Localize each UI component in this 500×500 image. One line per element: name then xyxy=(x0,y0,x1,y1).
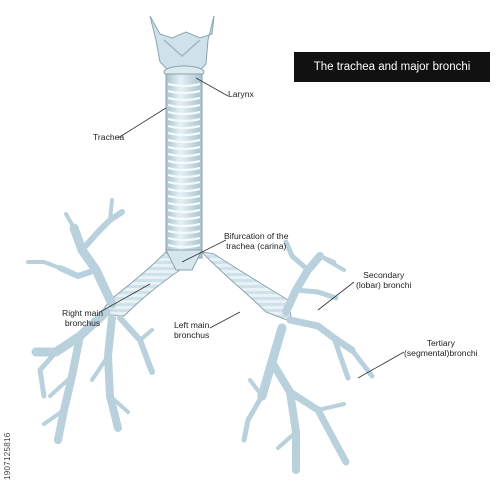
leader-left-main xyxy=(209,311,241,329)
label-secondary-line2: (lobar) bronchi xyxy=(356,280,412,290)
trachea-cartilage-ring xyxy=(167,222,201,228)
label-right-main-line1: Right main xyxy=(62,308,104,318)
trachea-cartilage-ring xyxy=(167,96,201,102)
label-secondary-bronchi: Secondary (lobar) bronchi xyxy=(356,270,411,290)
leader-trachea xyxy=(117,107,167,139)
label-tertiary-bronchi: Tertiary (segmental)bronchi xyxy=(404,338,478,358)
trachea-cartilage-ring xyxy=(167,201,201,207)
trachea-cartilage-ring xyxy=(167,236,201,242)
leader-lines xyxy=(99,77,405,379)
label-tertiary-line1: Tertiary xyxy=(426,338,455,348)
leader-secondary xyxy=(317,281,355,311)
left-bronchial-tree xyxy=(241,239,375,474)
label-larynx: Larynx xyxy=(228,89,254,99)
label-carina-line1: Bifurcation of the xyxy=(224,231,289,241)
leader-larynx xyxy=(195,77,229,97)
label-left-main-bronchus: Left main bronchus xyxy=(174,320,209,340)
trachea-cartilage-ring xyxy=(167,89,201,95)
trachea-cartilage-ring xyxy=(167,82,201,88)
larynx-shape xyxy=(149,15,215,79)
trachea-cartilage-ring xyxy=(167,145,201,151)
label-carina: Bifurcation of the trachea (carina) xyxy=(224,231,289,251)
label-right-main-line2: bronchus xyxy=(64,318,101,328)
trachea-tube xyxy=(165,73,203,259)
trachea-cartilage-ring xyxy=(167,208,201,214)
trachea-cartilage-ring xyxy=(167,194,201,200)
trachea-cartilage-ring xyxy=(167,110,201,116)
label-right-main-bronchus: Right main bronchus xyxy=(62,308,103,328)
label-larynx-text: Larynx xyxy=(228,89,254,99)
label-tertiary-line2: (segmental)bronchi xyxy=(404,348,478,358)
trachea-cartilage-ring xyxy=(167,180,201,186)
trachea-cartilage-ring xyxy=(167,152,201,158)
label-carina-line2: trachea (carina) xyxy=(226,241,287,251)
trachea-cartilage-ring xyxy=(167,159,201,165)
trachea-cartilage-ring xyxy=(167,166,201,172)
leader-tertiary xyxy=(357,351,405,379)
leader-carina xyxy=(181,239,227,263)
stock-id-watermark: 1907125816 xyxy=(3,432,12,481)
main-bronchi xyxy=(99,249,293,323)
right-bronchial-tree xyxy=(26,198,155,444)
trachea-cartilage-ring xyxy=(167,173,201,179)
trachea-cartilage-ring xyxy=(167,215,201,221)
trachea-cartilage-ring xyxy=(167,117,201,123)
label-left-main-line1: Left main xyxy=(174,320,210,330)
trachea-cartilage-ring xyxy=(167,138,201,144)
label-trachea: Trachea xyxy=(93,132,124,142)
label-secondary-line1: Secondary xyxy=(363,270,405,280)
trachea-cartilage-ring xyxy=(167,124,201,130)
label-left-main-line2: bronchus xyxy=(174,330,210,340)
trachea-cartilage-ring xyxy=(167,131,201,137)
trachea-cartilage-ring xyxy=(167,243,201,249)
diagram-title: The trachea and major bronchi xyxy=(294,52,490,82)
trachea-cartilage-ring xyxy=(167,229,201,235)
trachea-cartilage-ring xyxy=(167,103,201,109)
label-trachea-text: Trachea xyxy=(93,132,125,142)
trachea-cartilage-ring xyxy=(167,187,201,193)
leader-right-main xyxy=(99,283,151,313)
